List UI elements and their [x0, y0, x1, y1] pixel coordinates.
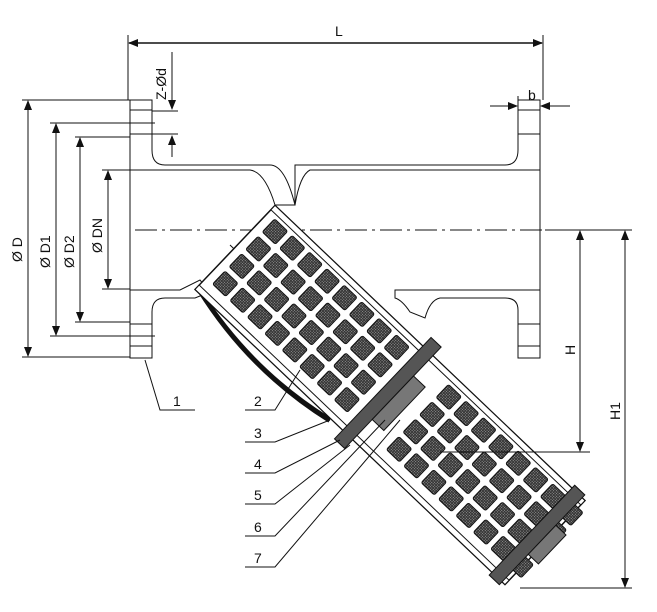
mesh-perforation	[351, 369, 376, 395]
mesh-perforation	[299, 354, 325, 379]
mesh-perforation	[471, 451, 497, 477]
mesh-perforation	[246, 236, 271, 262]
dim-D2: Ø D2	[61, 235, 77, 268]
mesh-perforation	[350, 335, 376, 361]
strainer-screen	[193, 204, 587, 586]
dim-L: L	[335, 23, 343, 39]
mesh-perforation	[212, 271, 238, 297]
mesh-perforation	[455, 469, 481, 494]
mesh-perforation	[349, 301, 375, 327]
mesh-perforation	[403, 419, 429, 445]
part-label-4: 4	[254, 456, 262, 472]
mesh-perforation	[404, 453, 429, 479]
mesh-perforation	[279, 235, 305, 261]
dim-b: b	[528, 87, 536, 103]
mesh-perforation	[471, 417, 496, 443]
mesh-perforation	[332, 285, 357, 311]
mesh-perforation	[489, 468, 515, 494]
mesh-perforation	[438, 486, 464, 512]
mesh-perforation	[488, 434, 514, 460]
mesh-perforation	[386, 436, 412, 462]
dim-H: H	[562, 345, 578, 355]
dim-D1: Ø D1	[37, 235, 53, 268]
dim-Zd: Z-Ød	[153, 68, 169, 100]
mesh-perforation	[264, 287, 290, 312]
mesh-perforation	[437, 418, 462, 444]
mesh-perforation	[419, 402, 445, 427]
mesh-perforation	[366, 318, 392, 344]
mesh-perforation	[523, 467, 549, 493]
mesh-perforation	[472, 485, 498, 511]
dim-DN: Ø DN	[89, 218, 105, 253]
mesh-perforation	[314, 268, 340, 294]
mesh-perforation	[473, 519, 499, 545]
mesh-perforation	[454, 435, 480, 460]
dimension-lines	[22, 35, 632, 589]
mesh-perforation	[298, 286, 323, 312]
part-label-1: 1	[173, 393, 181, 409]
part-label-6: 6	[254, 519, 262, 535]
mesh-perforation	[436, 384, 462, 410]
mesh-perforation	[280, 269, 306, 295]
mesh-perforation	[384, 335, 410, 360]
mesh-perforation	[367, 352, 393, 378]
mesh-perforation	[421, 469, 447, 495]
mesh-perforation	[265, 320, 290, 346]
mesh-perforation	[247, 304, 273, 330]
mesh-perforation	[281, 303, 307, 329]
mesh-perforation	[315, 302, 341, 328]
mesh-perforation	[506, 484, 532, 510]
mesh-perforation	[490, 502, 515, 528]
mesh-perforation	[262, 219, 288, 244]
part-label-3: 3	[254, 425, 262, 441]
mesh-perforation	[297, 252, 323, 278]
mesh-perforation	[332, 319, 358, 345]
mesh-perforation	[505, 450, 531, 476]
dim-D: Ø D	[9, 237, 25, 262]
mesh-perforation	[456, 503, 482, 528]
mesh-perforation	[333, 353, 359, 379]
part-label-2: 2	[254, 393, 262, 409]
mesh-perforation	[438, 452, 463, 478]
mesh-perforation	[334, 387, 360, 412]
mesh-perforation	[298, 320, 324, 345]
mesh-perforation	[453, 401, 479, 427]
mesh-perforation	[420, 436, 446, 461]
dim-H1: H1	[607, 402, 623, 420]
part-label-5: 5	[254, 487, 262, 503]
mesh-perforation	[229, 253, 255, 279]
mesh-perforation	[246, 270, 272, 296]
part-leaders	[144, 359, 401, 568]
mesh-perforation	[230, 287, 256, 313]
mesh-perforation	[317, 370, 342, 396]
mesh-perforation	[282, 337, 308, 363]
mesh-perforation	[316, 336, 342, 362]
part-label-7: 7	[254, 550, 262, 566]
mesh-perforation	[263, 253, 289, 278]
